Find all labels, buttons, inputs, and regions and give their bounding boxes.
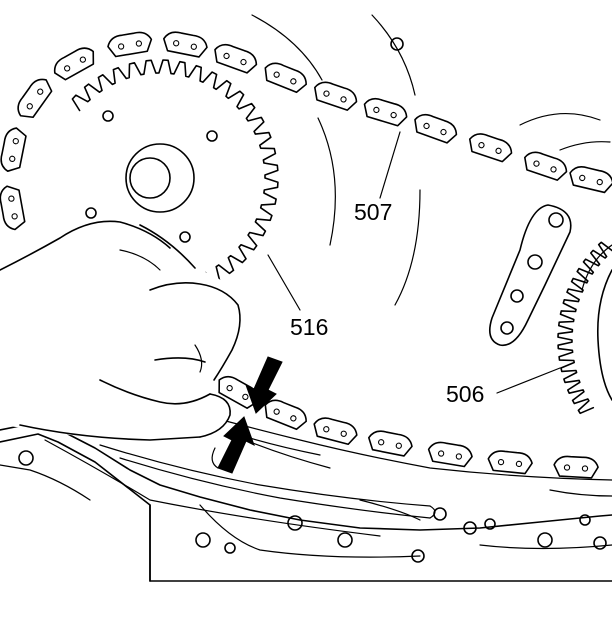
left-sprocket-label: 516 [290,314,328,340]
bracket-plate [489,204,572,347]
chain-link [314,81,358,111]
chain-link [17,78,53,119]
engine-block [0,419,612,582]
chain-link [368,430,413,457]
right-sprocket-label: 506 [446,381,484,407]
chain-link [214,43,258,74]
chain-link [553,455,599,479]
chain-link [363,97,408,127]
chain-link [0,127,27,172]
chain-link [264,62,307,94]
chain-link [427,441,473,468]
chain-label: 507 [354,199,392,225]
chain-link [53,47,95,81]
chain-link [569,166,612,194]
chain-link [163,31,208,58]
chain-link [468,133,513,163]
chain-link [487,450,533,475]
technician-hand [0,220,243,441]
leader-lines [267,131,561,394]
chain-link [0,185,26,231]
compression-arrow-pair-icon [217,356,283,474]
timing-chain [0,31,612,479]
chain-link [264,399,307,431]
guide-arcs [251,14,611,306]
chain-link [313,417,358,446]
chain-link [414,113,458,144]
right-sprocket [557,241,612,415]
chain-link [524,151,568,181]
chain-link [107,31,153,58]
